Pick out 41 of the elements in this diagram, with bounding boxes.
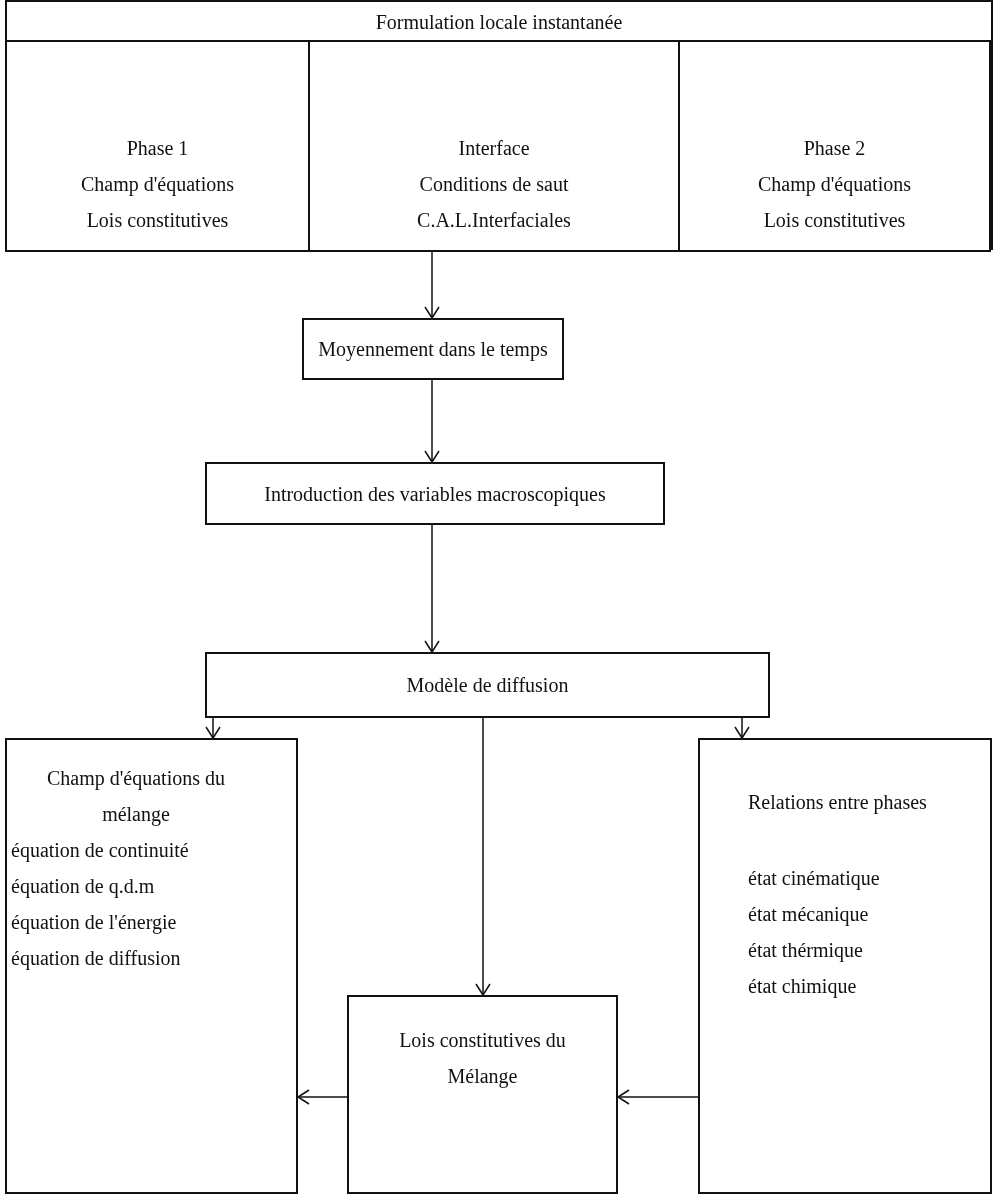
box-title: Moyennement dans le temps xyxy=(318,337,548,363)
list-item: état chimique xyxy=(748,974,857,1000)
equations-box xyxy=(5,738,298,1194)
box-title: Phase 1 xyxy=(126,136,189,161)
list-item: Lois constitutives xyxy=(86,208,229,233)
list-item: Champ d'équations xyxy=(758,172,911,198)
arrow xyxy=(205,717,221,739)
list-item: équation de diffusion xyxy=(11,946,181,972)
box-title: Relations entre phases xyxy=(748,790,927,816)
arrow xyxy=(734,717,750,739)
list-item: état thérmique xyxy=(748,938,863,964)
phase-cell xyxy=(678,40,991,252)
interface-cell xyxy=(308,40,680,252)
box-title: Champ d'équations du mélange xyxy=(46,766,226,828)
process-box xyxy=(347,995,618,1194)
list-item: C.A.L.Interfaciales xyxy=(417,208,571,233)
box-title: Modèle de diffusion xyxy=(406,673,569,698)
list-item: équation de q.d.m xyxy=(11,874,155,900)
list-item: équation de continuité xyxy=(11,838,189,864)
process-box xyxy=(302,318,564,380)
arrow xyxy=(475,717,491,996)
list-item: équation de l'énergie xyxy=(11,910,177,936)
relations-box xyxy=(698,738,992,1194)
process-box xyxy=(205,462,665,525)
header-box xyxy=(5,0,993,250)
arrow xyxy=(297,1089,348,1105)
arrow xyxy=(424,379,440,463)
list-item: Conditions de saut xyxy=(419,172,569,197)
list-item: état mécanique xyxy=(748,902,869,928)
arrow xyxy=(424,524,440,653)
list-item: Lois constitutives xyxy=(763,208,906,233)
arrow xyxy=(617,1089,699,1105)
box-title: Introduction des variables macroscopiques xyxy=(264,481,606,508)
phase-cell xyxy=(5,40,310,252)
box-title: Formulation locale instantanée xyxy=(375,10,623,35)
list-item: état cinématique xyxy=(748,866,880,892)
box-title: Lois constitutives du Mélange xyxy=(398,1028,567,1090)
box-title: Interface xyxy=(458,136,530,161)
list-item: Champ d'équations xyxy=(81,172,234,198)
box-title: Phase 2 xyxy=(803,136,866,161)
process-box xyxy=(205,652,770,718)
